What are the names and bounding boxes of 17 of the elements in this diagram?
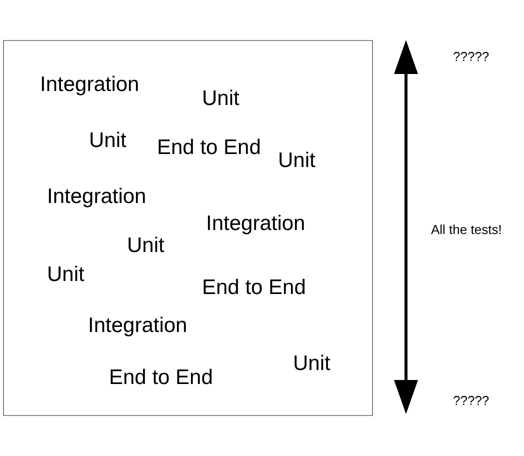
test-type-label: Unit bbox=[47, 264, 84, 285]
test-type-label: End to End bbox=[202, 277, 306, 298]
test-type-label: Integration bbox=[206, 213, 306, 234]
test-type-label: Unit bbox=[127, 235, 164, 256]
test-type-label: Integration bbox=[40, 74, 140, 95]
test-type-label: Integration bbox=[47, 186, 146, 207]
test-type-label: Unit bbox=[202, 88, 240, 109]
arrow-end-label: ????? bbox=[453, 394, 490, 407]
test-type-label: Integration bbox=[88, 315, 188, 336]
test-type-label: Unit bbox=[293, 353, 330, 374]
arrow-end-label: ????? bbox=[453, 50, 490, 63]
arrow-caption: All the tests! bbox=[431, 223, 502, 236]
text-panel bbox=[3, 40, 373, 416]
test-type-label: Unit bbox=[89, 130, 126, 151]
test-type-label: End to End bbox=[109, 367, 213, 388]
test-type-label: Unit bbox=[278, 150, 316, 171]
test-type-label: End to End bbox=[157, 137, 261, 158]
